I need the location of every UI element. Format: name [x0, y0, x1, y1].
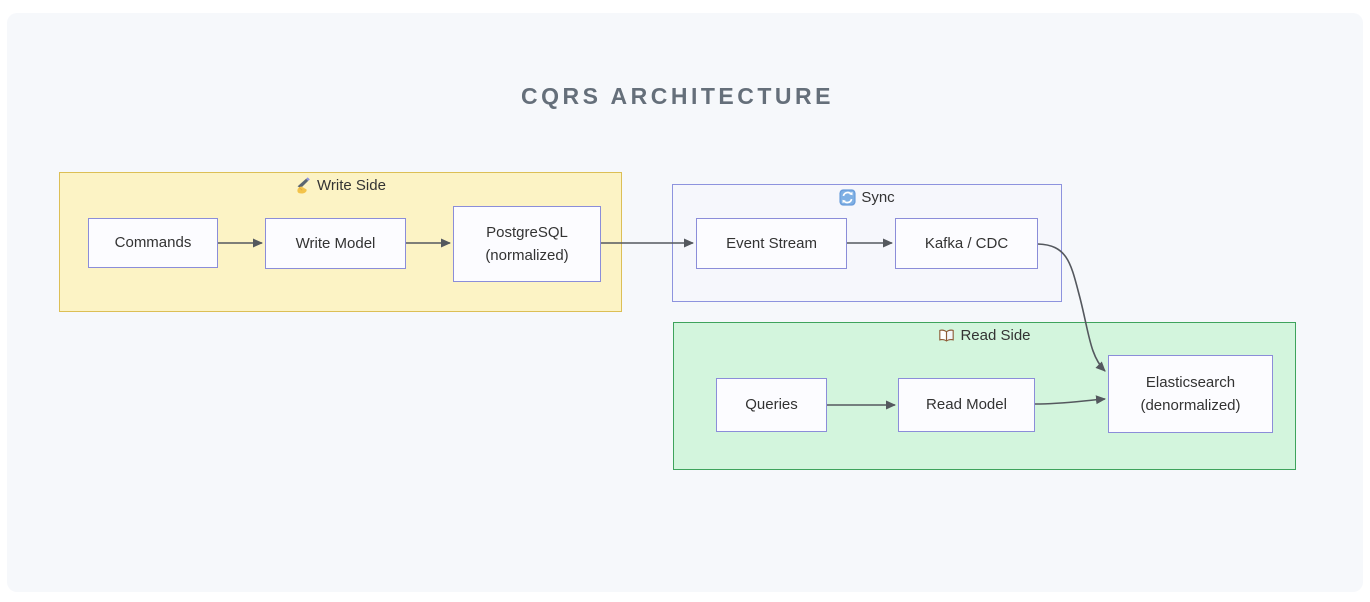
group-label-text: Read Side: [960, 327, 1031, 344]
node-elasticsearch: Elasticsearch (denormalized): [1108, 355, 1273, 433]
group-write-side-label: Write Side: [60, 177, 621, 194]
node-label: Read Model: [926, 396, 1007, 414]
node-label: Event Stream: [726, 234, 817, 252]
node-label: Commands: [114, 234, 192, 252]
node-label-line2: (normalized): [485, 247, 569, 264]
node-label: Write Model: [295, 234, 376, 252]
group-sync-label: Sync: [673, 189, 1061, 206]
node-commands: Commands: [88, 218, 218, 268]
node-read-model: Read Model: [898, 378, 1035, 432]
node-label-line2: (denormalized): [1140, 397, 1241, 414]
open-book-icon: [938, 327, 955, 344]
node-label: Kafka / CDC: [924, 234, 1009, 252]
node-label-line1: Elasticsearch: [1145, 373, 1236, 391]
node-label: Queries: [745, 396, 798, 414]
diagram-title: CQRS ARCHITECTURE: [521, 83, 834, 109]
node-label-line1: PostgreSQL: [486, 223, 568, 241]
group-label-text: Write Side: [317, 177, 386, 194]
node-postgresql: PostgreSQL (normalized): [453, 206, 601, 282]
group-read-side-label: Read Side: [674, 327, 1295, 344]
node-event-stream: Event Stream: [696, 218, 847, 269]
node-write-model: Write Model: [265, 218, 406, 269]
writing-hand-icon: [295, 177, 312, 194]
sync-icon: [839, 189, 856, 206]
group-label-text: Sync: [861, 189, 895, 206]
node-queries: Queries: [716, 378, 827, 432]
node-kafka-cdc: Kafka / CDC: [895, 218, 1038, 269]
